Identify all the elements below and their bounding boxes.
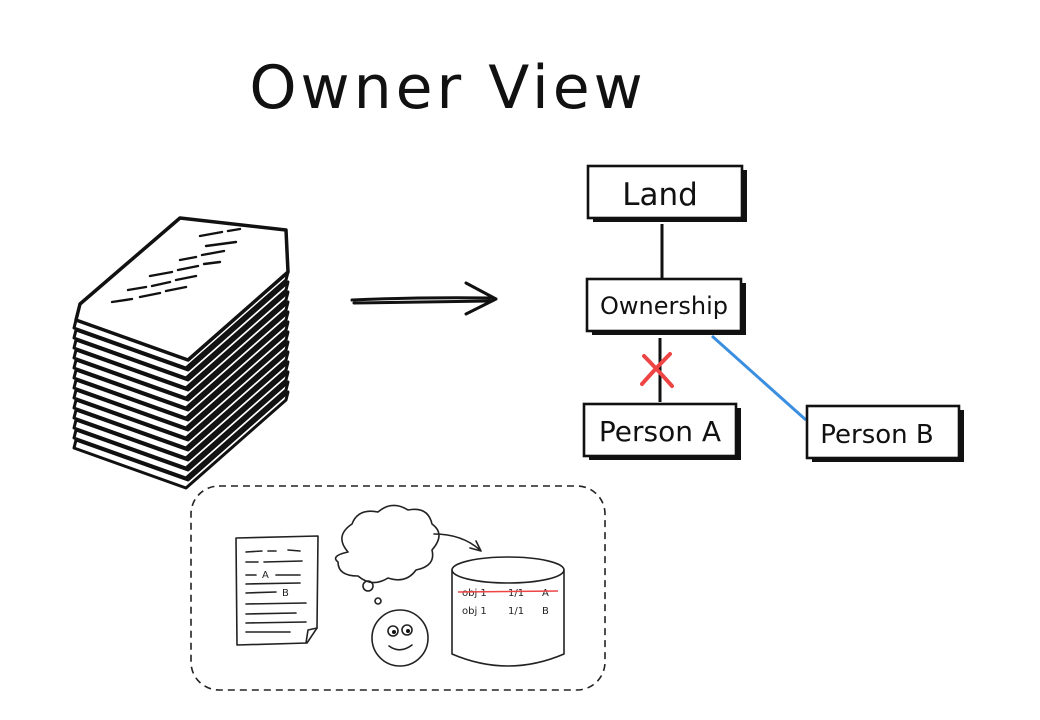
- paper-scribble: [176, 264, 200, 272]
- document-label-b: B: [282, 588, 289, 599]
- inset-panel: A B obj 1 1/1 A: [190, 485, 606, 691]
- paper-scribble: [200, 249, 226, 257]
- db-row-1-strikethrough: [457, 590, 559, 593]
- paper-scribble: [138, 291, 162, 299]
- db-row-1-owner: A: [542, 588, 549, 599]
- paper-scribble: [150, 280, 172, 288]
- paper-sheet: [72, 340, 290, 440]
- paper-scribble: [126, 285, 148, 292]
- page-title: Owner View: [249, 53, 646, 123]
- paper-sheet: [72, 290, 290, 390]
- db-row-1-object: obj 1: [462, 588, 487, 599]
- paper-scribble: [204, 240, 238, 248]
- paper-sheet: [72, 310, 290, 410]
- db-row-2-object: obj 1: [462, 606, 487, 617]
- db-row-2-owner: B: [542, 606, 549, 617]
- paper-scribble: [174, 274, 198, 282]
- db-row-2-share: 1/1: [508, 606, 524, 617]
- database-icon: obj 1 1/1 A obj 1 1/1 B: [451, 556, 565, 667]
- paper-scribble: [202, 260, 222, 266]
- arrow-right-icon: [350, 281, 498, 316]
- node-person-a-label: Person A: [599, 415, 721, 448]
- paper-sheet: [72, 300, 290, 400]
- edge-ownership-person-b: [711, 334, 807, 422]
- paper-stack-icon: [72, 216, 290, 490]
- paper-sheet: [72, 280, 290, 380]
- paper-sheet: [72, 370, 290, 470]
- document-label-a: A: [262, 570, 269, 581]
- paper-sheet: [72, 390, 290, 490]
- paper-scribble: [226, 227, 242, 233]
- cross-icon: [640, 352, 674, 388]
- document-icon: A B: [235, 535, 319, 646]
- node-person-a: Person A: [582, 402, 741, 460]
- thought-cloud-icon: [334, 504, 482, 605]
- node-land-label: Land: [622, 177, 698, 213]
- smiley-face-icon: [371, 609, 429, 667]
- node-ownership: Ownership: [585, 277, 746, 335]
- paper-scribble: [164, 285, 188, 293]
- node-person-b-label: Person B: [820, 420, 933, 450]
- paper-sheet: [72, 320, 290, 420]
- node-person-b: Person B: [805, 404, 964, 462]
- node-land: Land: [586, 164, 747, 222]
- db-row-1-share: 1/1: [508, 588, 524, 599]
- paper-sheet: [72, 360, 290, 460]
- paper-sheet: [72, 350, 290, 450]
- paper-scribble: [110, 297, 134, 304]
- node-ownership-label: Ownership: [600, 292, 728, 320]
- paper-scribble: [178, 255, 198, 262]
- paper-sheet: [72, 380, 290, 480]
- paper-scribble: [148, 270, 174, 278]
- paper-scribble: [198, 230, 224, 238]
- paper-sheet: [72, 330, 290, 430]
